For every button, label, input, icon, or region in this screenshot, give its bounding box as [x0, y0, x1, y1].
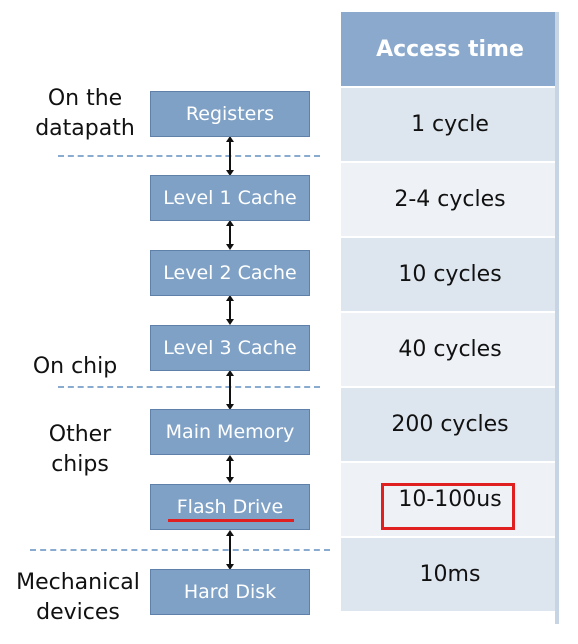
connector-arrow — [226, 530, 234, 570]
label-on-the-datapath: On the datapath — [35, 86, 135, 141]
divider-chip — [58, 386, 320, 388]
box-level2-cache: Level 2 Cache — [150, 250, 310, 296]
label-on-chip: On chip — [32, 354, 118, 379]
table-row: 1 cycle — [341, 86, 559, 161]
connector-arrow — [226, 295, 234, 325]
connector-arrow — [226, 370, 234, 410]
table-header: Access time — [341, 12, 559, 86]
connector-arrow — [226, 220, 234, 250]
access-time-table: Access time 1 cycle 2-4 cycles 10 cycles… — [341, 12, 559, 611]
table-row: 10ms — [341, 536, 559, 611]
highlight-box — [381, 483, 515, 530]
box-level1-cache: Level 1 Cache — [150, 175, 310, 221]
box-level3-cache: Level 3 Cache — [150, 325, 310, 371]
table-row: 10 cycles — [341, 236, 559, 311]
table-row: 2-4 cycles — [341, 161, 559, 236]
flash-drive-underline — [168, 519, 294, 522]
box-hard-disk: Hard Disk — [150, 569, 310, 615]
table-right-edge — [555, 12, 559, 624]
box-registers: Registers — [150, 91, 310, 137]
connector-arrow — [226, 455, 234, 483]
divider-mechanical — [30, 549, 330, 551]
table-row: 10-100us — [341, 461, 559, 536]
box-flash-drive: Flash Drive — [150, 484, 310, 530]
connector-arrow — [226, 136, 234, 176]
label-mechanical-devices: Mechanical devices — [16, 570, 140, 625]
table-row: 40 cycles — [341, 311, 559, 386]
box-main-memory: Main Memory — [150, 409, 310, 455]
table-row: 200 cycles — [341, 386, 559, 461]
divider-datapath — [58, 155, 320, 157]
label-other-chips: Other chips — [48, 422, 112, 477]
